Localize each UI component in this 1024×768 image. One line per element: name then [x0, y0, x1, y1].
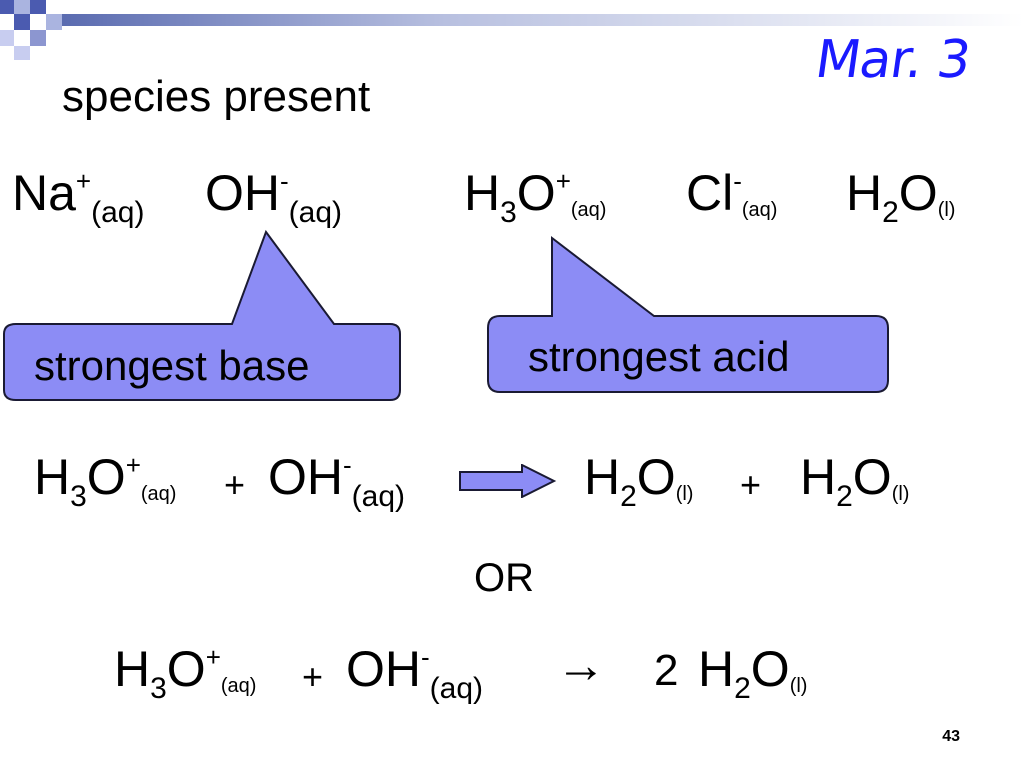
formula: O [636, 449, 676, 505]
state: (aq) [741, 199, 778, 221]
formula: H [584, 449, 621, 505]
deco-square [46, 14, 62, 30]
callout-acid-label: strongest acid [528, 333, 790, 380]
subscript: 3 [150, 672, 167, 705]
formula: H [34, 449, 71, 505]
subscript: 2 [882, 196, 899, 229]
state: (l) [789, 675, 808, 697]
subscript: 2 [620, 480, 637, 513]
formula: H [114, 641, 151, 697]
header-bar [60, 14, 1024, 26]
formula: O [166, 641, 206, 697]
deco-square [30, 30, 46, 46]
formula: H [464, 165, 501, 221]
deco-square [14, 0, 30, 14]
block-arrow-icon [459, 464, 557, 498]
eq1-plus-2: + [740, 464, 762, 505]
subscript: 2 [836, 480, 853, 513]
state: (aq) [140, 483, 177, 505]
eq2-product: H2O(l) [698, 640, 808, 705]
state: (aq) [570, 199, 607, 221]
charge: + [125, 450, 141, 480]
species-oh: OH-(aq) [205, 164, 342, 229]
species-na: Na+(aq) [12, 164, 144, 229]
formula: OH [346, 641, 421, 697]
eq2-arrow: → [556, 637, 606, 693]
deco-square [14, 14, 30, 30]
charge: + [555, 166, 571, 196]
charge: + [205, 642, 221, 672]
eq2-h3o: H3O+ (aq) [114, 640, 257, 705]
subscript: 2 [734, 672, 751, 705]
state: (aq) [351, 480, 406, 513]
species-h3o: H3O+ (aq) [464, 164, 607, 229]
deco-square [30, 0, 46, 14]
eq2-plus: + [302, 656, 324, 697]
state: (l) [937, 199, 956, 221]
eq1-h3o: H3O+ (aq) [34, 448, 177, 513]
eq2-oh: OH-(aq) [346, 640, 483, 705]
callout-base-label: strongest base [34, 342, 310, 389]
subscript: 3 [70, 480, 87, 513]
state: (l) [891, 483, 910, 505]
charge: + [75, 166, 92, 196]
formula: Cl [686, 165, 734, 221]
formula: H [800, 449, 837, 505]
formula: OH [268, 449, 343, 505]
state: (aq) [429, 672, 484, 705]
or-text: OR [474, 556, 534, 600]
formula: Na [12, 165, 76, 221]
charge: - [280, 166, 289, 196]
deco-square [0, 30, 14, 46]
deco-square [14, 46, 30, 60]
charge: - [733, 166, 742, 196]
formula: O [516, 165, 556, 221]
eq1-plus: + [224, 464, 246, 505]
species-h2o: H2O(l) [846, 164, 956, 229]
formula: O [750, 641, 790, 697]
charge: - [343, 450, 352, 480]
eq1-product-2: H2O(l) [800, 448, 910, 513]
state: (aq) [91, 196, 145, 229]
state: (aq) [220, 675, 257, 697]
eq1-product-1: H2O(l) [584, 448, 694, 513]
slide-title: species present [62, 72, 371, 121]
formula: OH [205, 165, 280, 221]
callout-base [3, 229, 401, 401]
species-cl: Cl- (aq) [686, 164, 777, 222]
formula: O [86, 449, 126, 505]
eq1-oh: OH-(aq) [268, 448, 405, 513]
eq2-coefficient: 2 [654, 646, 679, 695]
state: (l) [675, 483, 694, 505]
formula: H [846, 165, 883, 221]
deco-square [30, 14, 46, 30]
formula: O [852, 449, 892, 505]
page-number: 43 [942, 728, 960, 745]
state: (aq) [288, 196, 343, 229]
subscript: 3 [500, 196, 517, 229]
formula: H [698, 641, 735, 697]
charge: - [421, 642, 430, 672]
deco-square [0, 0, 14, 14]
callout-acid [487, 235, 889, 393]
formula: O [898, 165, 938, 221]
